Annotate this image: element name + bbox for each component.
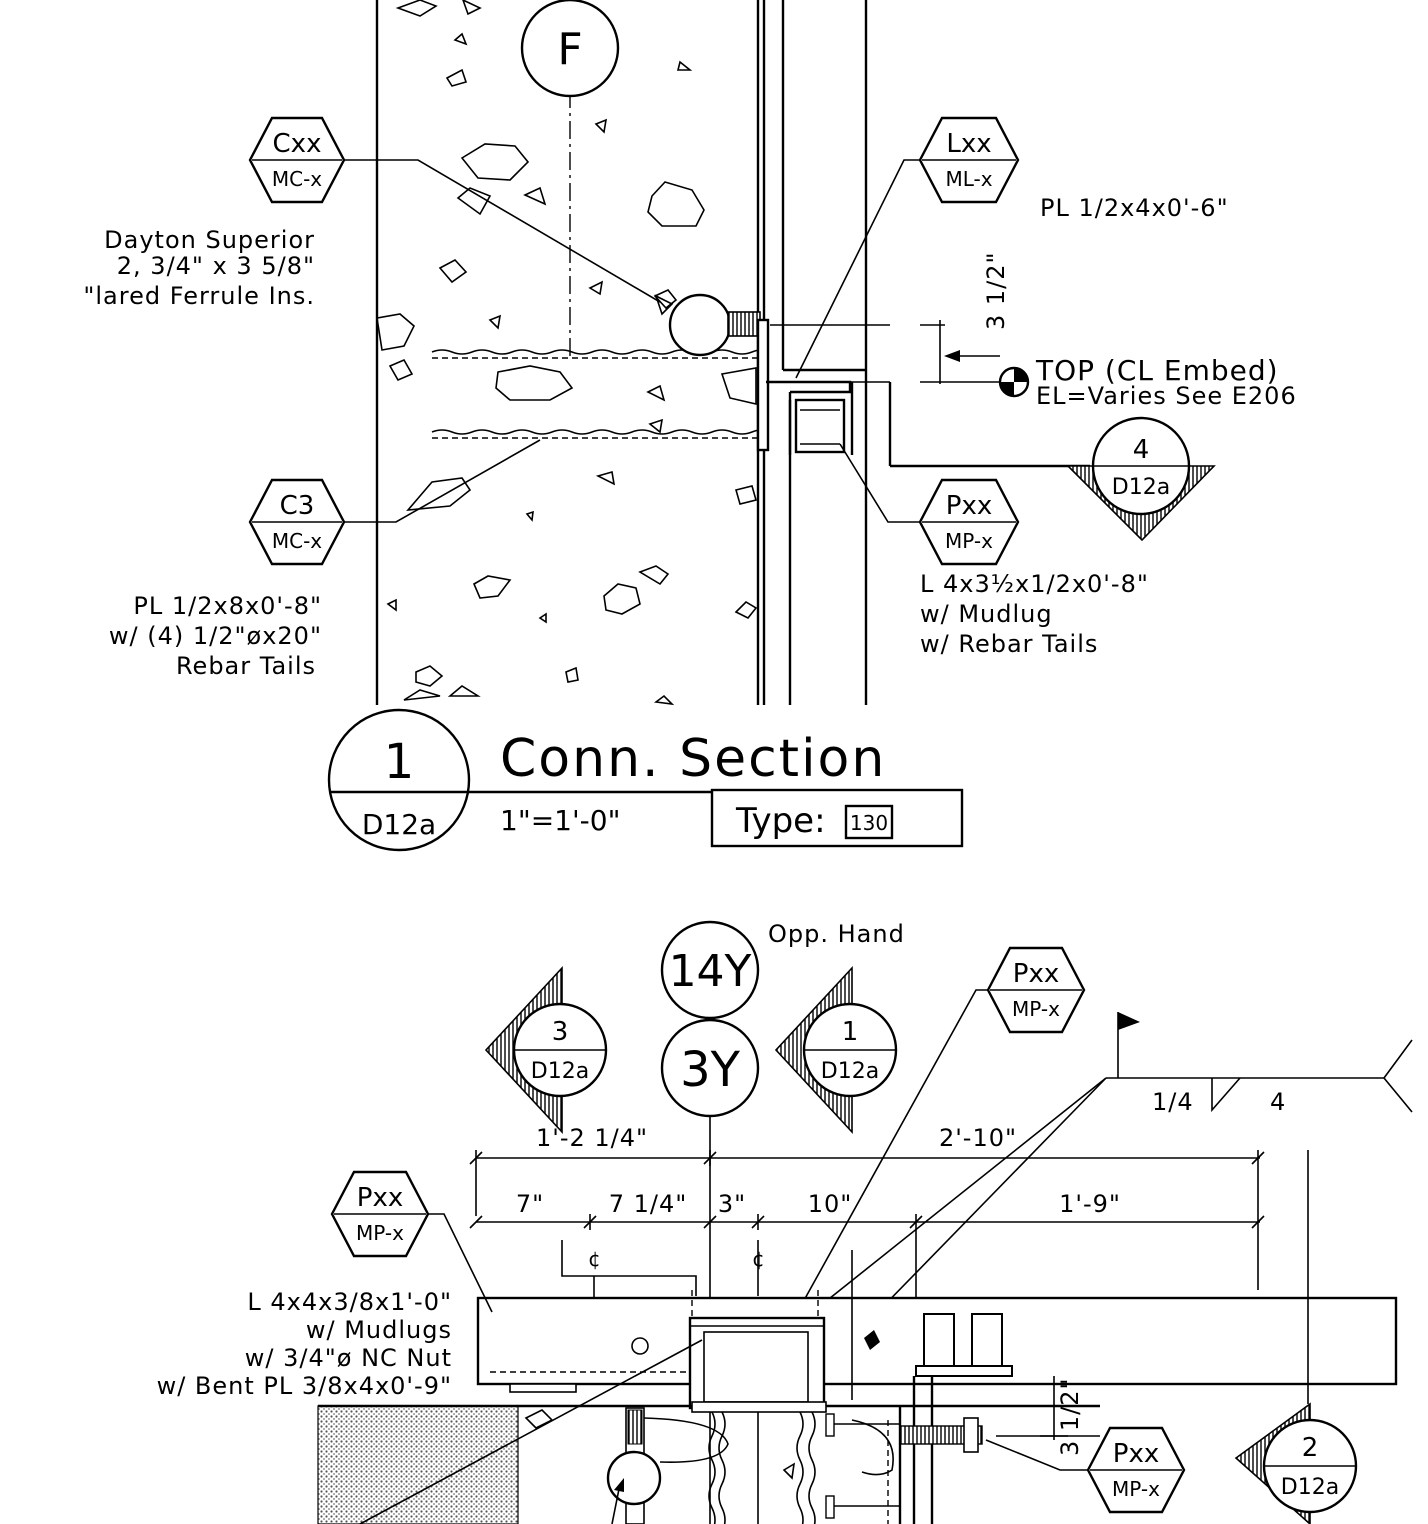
section-mark-3-sheet: D12a (531, 1059, 589, 1084)
note-angle-plan: L 4x4x3/8x1'-0" w/ Mudlugs w/ 3/4"ø NC N… (157, 1288, 703, 1524)
weld-size-label: 1/4 (1152, 1088, 1194, 1116)
lower-plan: Opp. Hand 14Y 3Y 3 D12a 1 D12a (157, 920, 1413, 1524)
plan-angle-assembly (476, 1250, 1398, 1524)
dim-detail-1-9: 1'-9" (1059, 1190, 1121, 1218)
note-dayton-line-2: 2, 3/4" x 3 5/8" (117, 252, 315, 280)
section-mark-1-sheet: D12a (821, 1059, 879, 1084)
note-angle-upper-line-1: L 4x3½x1/2x0'-8" (920, 570, 1149, 598)
tag-pxx-plan-c-top: Pxx (1113, 1439, 1159, 1469)
detail-title-block: 1 D12a Conn. Section 1"=1'-0" Type: 130 (327, 708, 964, 852)
section-mark-4-number: 4 (1133, 435, 1150, 465)
note-angle-plan-line-2: w/ Mudlugs (306, 1316, 452, 1344)
note-pl-half-4: PL 1/2x4x0'-6" (1040, 194, 1229, 222)
dim-detail-10: 10" (808, 1190, 853, 1218)
grid-f-label: F (557, 24, 582, 75)
section-mark-1: 1 D12a (774, 965, 898, 1135)
tag-c3: C3 MC-x (248, 439, 541, 566)
note-angle-plan-line-4: w/ Bent PL 3/8x4x0'-9" (157, 1372, 452, 1400)
note-pl-half-8: PL 1/2x8x0'-8" w/ (4) 1/2"øx20" Rebar Ta… (109, 592, 322, 680)
concrete-aggregate (376, 0, 758, 706)
centerline-markers: ¢ ¢ (561, 1240, 765, 1302)
grid-14y-label: 14Y (669, 946, 752, 997)
tag-pxx-upper-top: Pxx (946, 491, 992, 521)
note-pl-half-8-line-1: PL 1/2x8x0'-8" (133, 592, 322, 620)
embed-plate-assembly (756, 318, 1090, 468)
overall-dimensions: 1'-2 1/4" 2'-10" (469, 1124, 1265, 1290)
detail-title: Conn. Section (500, 729, 886, 789)
ferrule-insert (654, 293, 761, 357)
tag-c3-bottom: MC-x (272, 529, 322, 553)
weld-length-label: 4 (1270, 1088, 1286, 1116)
grid-bubble-f: F (520, 0, 620, 98)
tag-pxx-plan-b: Pxx MP-x (330, 1170, 493, 1313)
tag-pxx-plan-c: Pxx MP-x (985, 1426, 1186, 1514)
section-mark-4-sheet: D12a (1112, 475, 1170, 500)
tag-pxx-upper-bottom: MP-x (945, 529, 993, 553)
weld-symbol: 1/4 4 (791, 1012, 1413, 1401)
note-dayton-line-3: "lared Ferrule Ins. (83, 282, 315, 310)
note-angle-upper: L 4x3½x1/2x0'-8" w/ Mudlug w/ Rebar Tail… (920, 570, 1149, 658)
grid-3y-label: 3Y (680, 1042, 741, 1098)
rebar-tails (431, 349, 767, 439)
section-mark-2: 2 D12a (1234, 1150, 1358, 1524)
opp-hand-label: Opp. Hand (768, 920, 905, 948)
tag-lxx-bottom: ML-x (945, 167, 992, 191)
detail-scale: 1"=1'-0" (500, 804, 620, 837)
tag-pxx-plan-a: Pxx MP-x (791, 946, 1086, 1323)
tag-lxx: Lxx ML-x (795, 116, 1020, 379)
section-mark-2-number: 2 (1302, 1433, 1319, 1463)
top-cl-embed-label: TOP (CL Embed) (1035, 354, 1279, 387)
plan-dim-3-half-label: 3 1/2" (1056, 1377, 1084, 1456)
tag-pxx-plan-c-bottom: MP-x (1112, 1477, 1160, 1501)
tag-cxx: Cxx MC-x (248, 116, 661, 303)
cl-mark-left: ¢ (588, 1247, 601, 1271)
note-dayton-superior: Dayton Superior 2, 3/4" x 3 5/8" "lared … (83, 226, 315, 310)
dim-detail-7-quarter: 7 1/4" (609, 1190, 688, 1218)
tag-c3-top: C3 (280, 491, 315, 521)
section-mark-4: 4 D12a (1066, 416, 1216, 542)
upper-section: F (83, 0, 1297, 706)
section-mark-3-number: 3 (552, 1017, 569, 1047)
note-pl-half-8-line-2: w/ (4) 1/2"øx20" (109, 622, 322, 650)
note-angle-plan-line-1: L 4x4x3/8x1'-0" (247, 1288, 452, 1316)
dim-detail-7: 7" (516, 1190, 544, 1218)
dim-detail-3: 3" (718, 1190, 746, 1218)
grid-bubble-3y: 3Y (660, 1018, 760, 1118)
dim-3-half-label: 3 1/2" (982, 251, 1010, 330)
cl-mark-right: ¢ (752, 1247, 765, 1271)
note-dayton-line-1: Dayton Superior (104, 226, 315, 254)
el-varies-label: EL=Varies See E206 (1036, 382, 1297, 410)
note-angle-plan-line-3: w/ 3/4"ø NC Nut (245, 1344, 452, 1372)
tag-pxx-plan-a-top: Pxx (1013, 959, 1059, 989)
tag-lxx-top: Lxx (946, 129, 991, 159)
dim-overall-left: 1'-2 1/4" (536, 1124, 648, 1152)
note-pl-half-8-line-3: Rebar Tails (176, 652, 316, 680)
section-mark-1-number: 1 (842, 1017, 859, 1047)
type-label: Type: (735, 801, 826, 841)
plan-embed-dimension: 3 1/2" (1040, 1376, 1084, 1456)
embed-dimension: 3 1/2" (920, 251, 1010, 384)
tag-cxx-top: Cxx (273, 129, 322, 159)
note-angle-upper-line-3: w/ Rebar Tails (920, 630, 1098, 658)
note-angle-upper-line-2: w/ Mudlug (920, 600, 1053, 628)
tag-pxx-plan-a-bottom: MP-x (1012, 997, 1060, 1021)
tag-pxx-plan-b-bottom: MP-x (356, 1221, 404, 1245)
type-value: 130 (850, 811, 888, 835)
tag-cxx-bottom: MC-x (272, 167, 322, 191)
concrete-wall-hatch (317, 1405, 519, 1524)
detail-number: 1 (384, 734, 415, 790)
top-of-embed-symbol: TOP (CL Embed) EL=Varies See E206 (998, 354, 1297, 410)
detail-sheet: D12a (362, 808, 436, 841)
detail-dimensions: 7" 7 1/4" 3" 10" 1'-9" (469, 1190, 1265, 1300)
grid-bubble-14y: 14Y (660, 920, 760, 1020)
lower-embed-details (318, 1401, 1100, 1524)
section-mark-2-sheet: D12a (1281, 1475, 1339, 1500)
dim-overall-right: 2'-10" (939, 1124, 1017, 1152)
tag-pxx-plan-b-top: Pxx (357, 1183, 403, 1213)
tag-pxx-upper: Pxx MP-x (839, 443, 1020, 566)
section-mark-3: 3 D12a (484, 965, 608, 1135)
